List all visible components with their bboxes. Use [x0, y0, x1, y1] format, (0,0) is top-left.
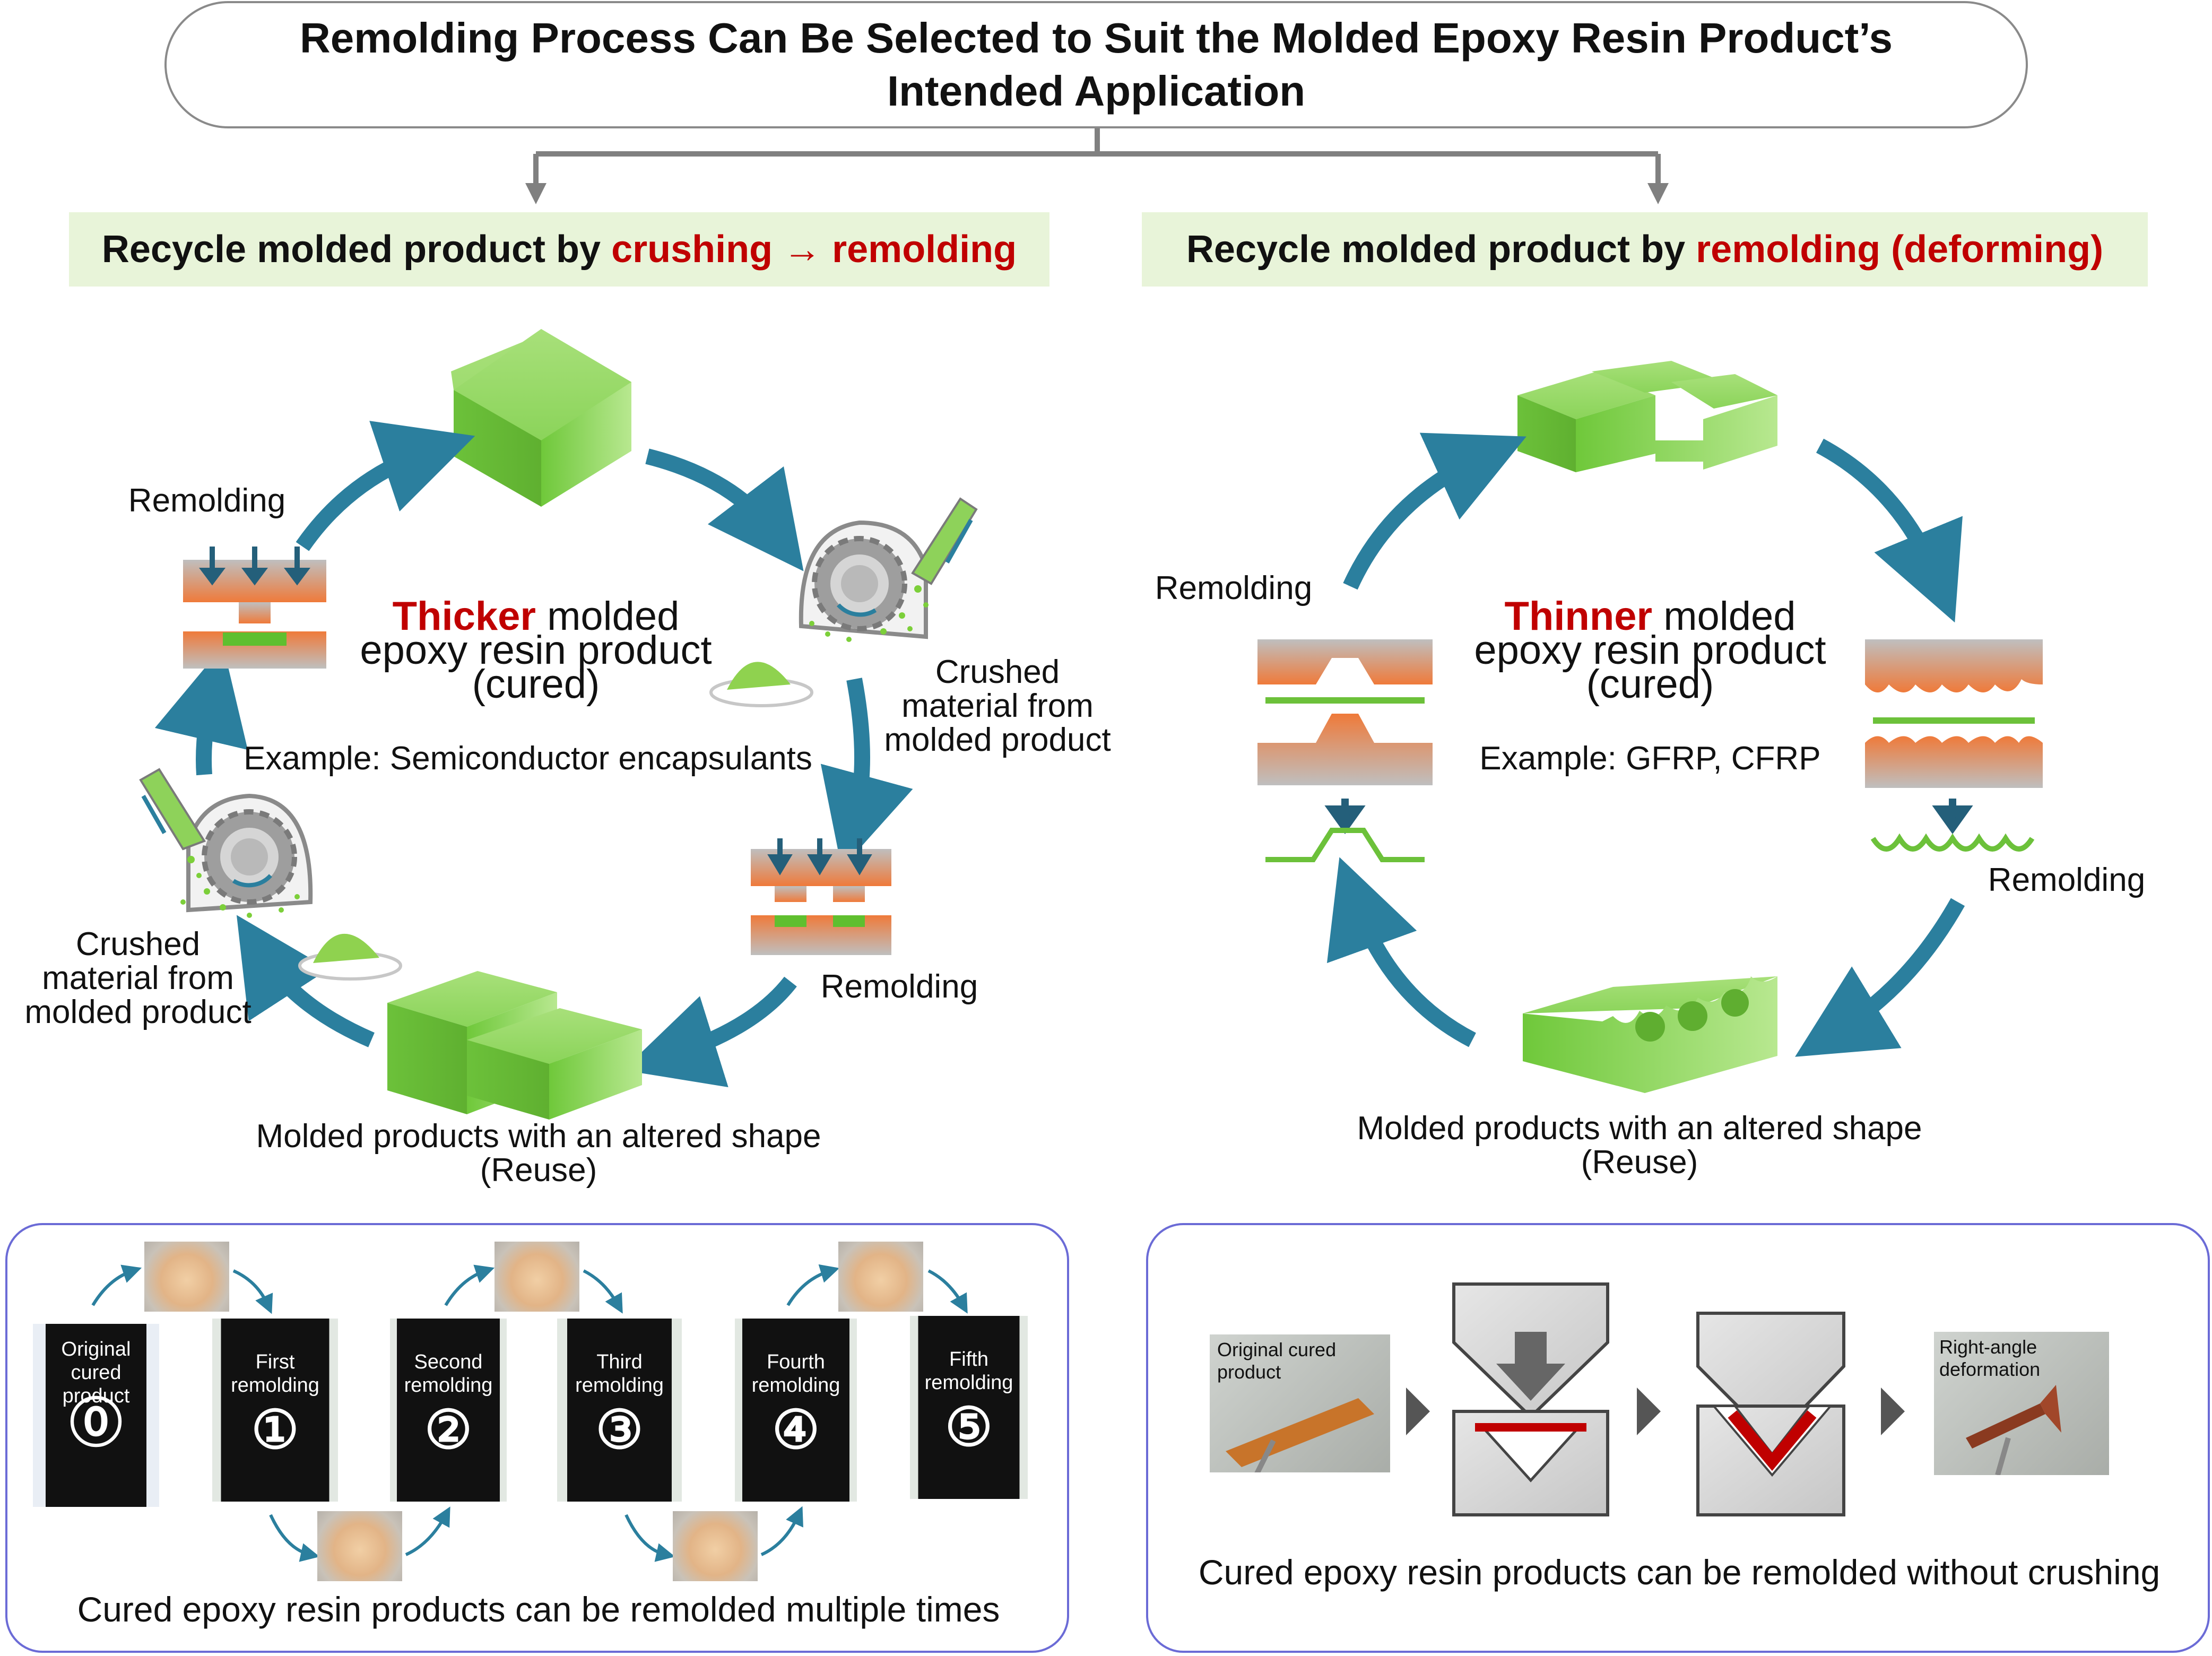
powder-photo: [838, 1242, 923, 1312]
right-remolding-left: Remolding: [1155, 570, 1313, 606]
right-center-line3: (cured): [1586, 662, 1714, 707]
photo-label-line: remolding: [924, 1372, 1013, 1394]
mold-wave: [1865, 639, 2043, 852]
original-cured-photo: Original cured product: [1210, 1334, 1390, 1472]
powder-photo: [495, 1242, 579, 1312]
left-crushed-left: Crushed material from molded product: [16, 927, 260, 1029]
remold-multiple-panel: [5, 1223, 1069, 1653]
sample-photo-third: Third remolding ③: [557, 1319, 682, 1502]
photo-number: ③: [595, 1400, 644, 1460]
photo-number: ②: [424, 1400, 472, 1460]
photo-label-line: Fourth: [767, 1351, 825, 1373]
photo-label-line: Second: [414, 1351, 483, 1373]
left-crushed-left-line2: material from: [42, 960, 234, 996]
photo-label-line: product: [62, 1385, 130, 1407]
right-angle-photo: Right-angle deformation: [1934, 1332, 2109, 1475]
powder-photo: [673, 1511, 758, 1581]
photo-label-line: cured: [71, 1362, 122, 1384]
right-altered-shape: Molded products with an altered shape (R…: [1326, 1112, 1953, 1180]
right-center-title: Thinner molded epoxy resin product (cure…: [1433, 596, 1868, 707]
crusher-left: [139, 768, 402, 981]
right-cycle-arrows: [1326, 432, 1965, 1057]
left-crushed-left-line3: molded product: [24, 994, 251, 1030]
left-altered-shape-text: Molded products with an altered shape: [256, 1118, 821, 1155]
sample-photo-fifth: Fifth remolding ⑤: [910, 1316, 1028, 1499]
original-label-line2: product: [1217, 1361, 1281, 1383]
left-remolding-top: Remolding: [128, 482, 286, 519]
photo-number: ⓪: [70, 1394, 123, 1453]
left-center-title: Thicker molded epoxy resin product (cure…: [318, 596, 753, 707]
sample-photo-second: Second remolding ②: [390, 1319, 507, 1502]
main-title: Remolding Process Can Be Selected to Sui…: [164, 1, 2028, 128]
deform-label-line2: deformation: [1939, 1358, 2041, 1380]
left-remolding-right: Remolding: [820, 968, 978, 1005]
left-crushed-right-line2: material from: [901, 688, 1094, 724]
left-banner-prefix: Recycle molded product by: [101, 228, 601, 271]
title-connector: [525, 128, 1669, 204]
title-line-2: Intended Application: [887, 67, 1306, 115]
left-panel-caption: Cured epoxy resin products can be remold…: [77, 1590, 1000, 1629]
bend-process: [1406, 1282, 1905, 1516]
photo-number: ⑤: [945, 1398, 993, 1457]
left-reuse-text: (Reuse): [480, 1152, 597, 1189]
green-bars: [387, 971, 642, 1120]
left-banner-highlight: crushing → remolding: [611, 228, 1017, 271]
sample-photo-first: First remolding ①: [212, 1319, 338, 1502]
photo-number: ④: [772, 1400, 820, 1460]
mold-right: [751, 838, 891, 955]
left-center-rest: molded: [535, 594, 680, 639]
mold-trapezoid: [1257, 639, 1433, 862]
right-reuse-text: (Reuse): [1581, 1144, 1698, 1181]
title-line-1: Remolding Process Can Be Selected to Sui…: [299, 14, 1893, 62]
photo-label-line: Original: [61, 1338, 131, 1360]
photo-label-line: remolding: [231, 1374, 319, 1397]
original-label-line1: Original cured: [1217, 1339, 1337, 1360]
powder-photo: [317, 1511, 402, 1581]
left-example: Example: Semiconductor encapsulants: [244, 740, 812, 777]
left-crushed-right: Crushed material from molded product: [881, 655, 1114, 757]
right-center-line2: epoxy resin product: [1474, 628, 1826, 673]
remold-photo-arrows: [91, 1264, 968, 1562]
bent-sample-icon: [1966, 1385, 2061, 1475]
right-banner: Recycle molded product by remolding (def…: [1142, 212, 2148, 287]
right-remolding-right: Remolding: [1988, 862, 2146, 898]
right-altered-shape-text: Molded products with an altered shape: [1357, 1110, 1922, 1147]
left-altered-shape: Molded products with an altered shape (R…: [212, 1120, 865, 1187]
wavy-block: [1523, 976, 1777, 1093]
stepped-block: [1517, 361, 1777, 472]
right-center-highlight: Thinner: [1504, 594, 1653, 639]
photo-label-line: Fifth: [949, 1348, 988, 1371]
right-example: Example: GFRP, CFRP: [1479, 740, 1821, 777]
sample-photo-fourth: Fourth remolding ④: [735, 1319, 857, 1502]
deform-label-line1: Right-angle: [1939, 1336, 2037, 1358]
photo-label-line: Third: [596, 1351, 643, 1373]
green-cube: [451, 329, 631, 507]
photo-label-line: First: [255, 1351, 295, 1373]
right-center-rest: molded: [1652, 594, 1796, 639]
crusher-right: [709, 497, 978, 707]
left-crushed-right-line3: molded product: [884, 722, 1111, 758]
left-banner: Recycle molded product by crushing → rem…: [69, 212, 1049, 287]
right-banner-highlight: remolding (deforming): [1696, 228, 2104, 271]
sample-photo-original: Original cured product ⓪: [33, 1324, 159, 1507]
left-center-line2: epoxy resin product: [360, 628, 712, 673]
left-center-highlight: Thicker: [392, 594, 536, 639]
right-panel-caption: Cured epoxy resin products can be remold…: [1198, 1553, 2161, 1592]
flat-sample-icon: [1226, 1398, 1374, 1472]
photo-label-line: remolding: [751, 1374, 840, 1397]
photo-number: ①: [251, 1400, 299, 1460]
remold-without-crushing-panel: [1146, 1223, 2210, 1653]
right-banner-prefix: Recycle molded product by: [1186, 228, 1686, 271]
mold-top-left: [183, 547, 326, 669]
powder-photo: [144, 1242, 229, 1312]
photo-label-line: remolding: [404, 1374, 493, 1397]
left-cycle-arrows: [154, 421, 913, 1088]
left-crushed-left-line1: Crushed: [75, 926, 201, 963]
photo-label-line: remolding: [575, 1374, 664, 1397]
left-crushed-right-line1: Crushed: [935, 654, 1060, 690]
left-center-line3: (cured): [472, 662, 600, 707]
